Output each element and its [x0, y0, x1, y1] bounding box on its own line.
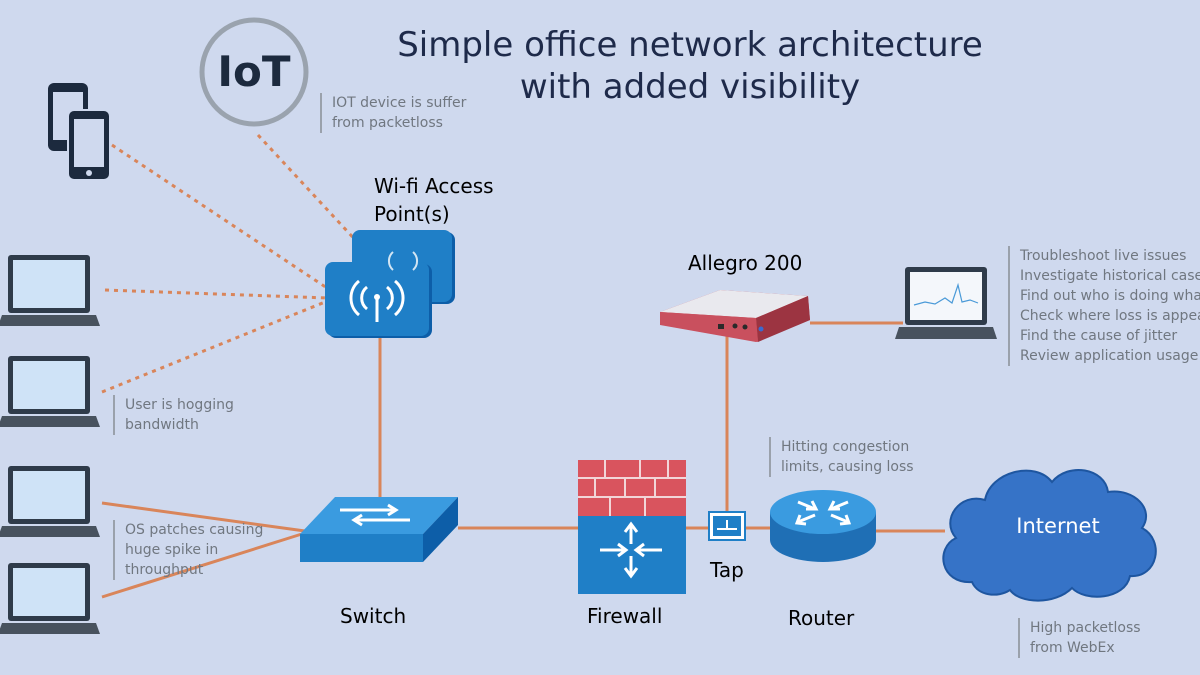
wifi-label: Wi-fi Access Point(s) — [374, 172, 494, 228]
internet-label: Internet — [1016, 514, 1100, 538]
allegro-appliance-icon — [660, 290, 810, 342]
link-laptop2-to-ap — [101, 298, 331, 394]
note-hogging: User is hogging bandwidth — [113, 395, 234, 435]
use-item: Check where loss is appearing — [1020, 308, 1200, 324]
use-item: Find the cause of jitter — [1020, 328, 1178, 344]
router-icon — [770, 490, 876, 562]
laptop-icon — [0, 466, 100, 537]
use-item: Troubleshoot live issues — [1020, 248, 1187, 264]
link-laptop4-to-switch — [101, 531, 306, 599]
note-line: IOT device is suffer — [332, 95, 467, 111]
wifi-label-line-1: Wi-fi Access — [374, 174, 494, 198]
laptop-icon — [0, 356, 100, 427]
firewall-icon — [578, 460, 686, 594]
title-line-1: Simple office network architecture — [397, 25, 983, 65]
smartphone-icon — [48, 83, 111, 181]
note-line: Hitting congestion — [781, 439, 910, 455]
link-laptop3-to-switch — [101, 501, 306, 533]
note-line: from packetloss — [332, 115, 443, 131]
switch-icon — [300, 497, 458, 562]
tap-icon — [708, 511, 746, 541]
link-phone-to-ap — [111, 143, 331, 292]
note-line: huge spike in — [125, 542, 219, 558]
note-iot-packetloss: IOT device is suffer from packetloss — [320, 93, 466, 133]
laptop-icon — [0, 563, 100, 634]
tap-label: Tap — [710, 558, 744, 582]
note-line: User is hogging — [125, 397, 234, 413]
monitoring-laptop-icon — [895, 267, 997, 339]
wifi-access-point-icon — [325, 230, 455, 338]
note-congestion: Hitting congestion limits, causing loss — [769, 437, 914, 477]
router-label: Router — [788, 606, 855, 630]
laptop-icon — [0, 255, 100, 326]
page-title: Simple office network architecture with … — [290, 24, 1090, 108]
link-laptop1-to-ap — [104, 288, 329, 300]
note-os-patches: OS patches causing huge spike in through… — [113, 520, 263, 580]
allegro-label: Allegro 200 — [688, 251, 803, 275]
cloud-icon — [942, 468, 1157, 602]
note-line: limits, causing loss — [781, 459, 914, 475]
note-line: from WebEx — [1030, 640, 1115, 656]
use-item: Investigate historical cases — [1020, 268, 1200, 284]
iot-logo-text: IoT — [217, 47, 291, 96]
title-line-2: with added visibility — [519, 67, 861, 107]
firewall-label: Firewall — [587, 604, 663, 628]
use-item: Review application usage — [1020, 348, 1199, 364]
note-line: bandwidth — [125, 417, 199, 433]
note-line: High packetloss — [1030, 620, 1141, 636]
link-iot-to-ap — [256, 133, 362, 247]
iot-logo-icon — [199, 17, 309, 127]
use-item: Find out who is doing what — [1020, 288, 1200, 304]
note-line: OS patches causing — [125, 522, 264, 538]
connections — [101, 133, 945, 599]
note-webex-packetloss: High packetloss from WebEx — [1018, 618, 1141, 658]
note-allegro-uses: Troubleshoot live issues Investigate his… — [1008, 246, 1200, 366]
wifi-label-line-2: Point(s) — [374, 202, 450, 226]
switch-label: Switch — [340, 604, 407, 628]
note-line: throughput — [125, 562, 204, 578]
